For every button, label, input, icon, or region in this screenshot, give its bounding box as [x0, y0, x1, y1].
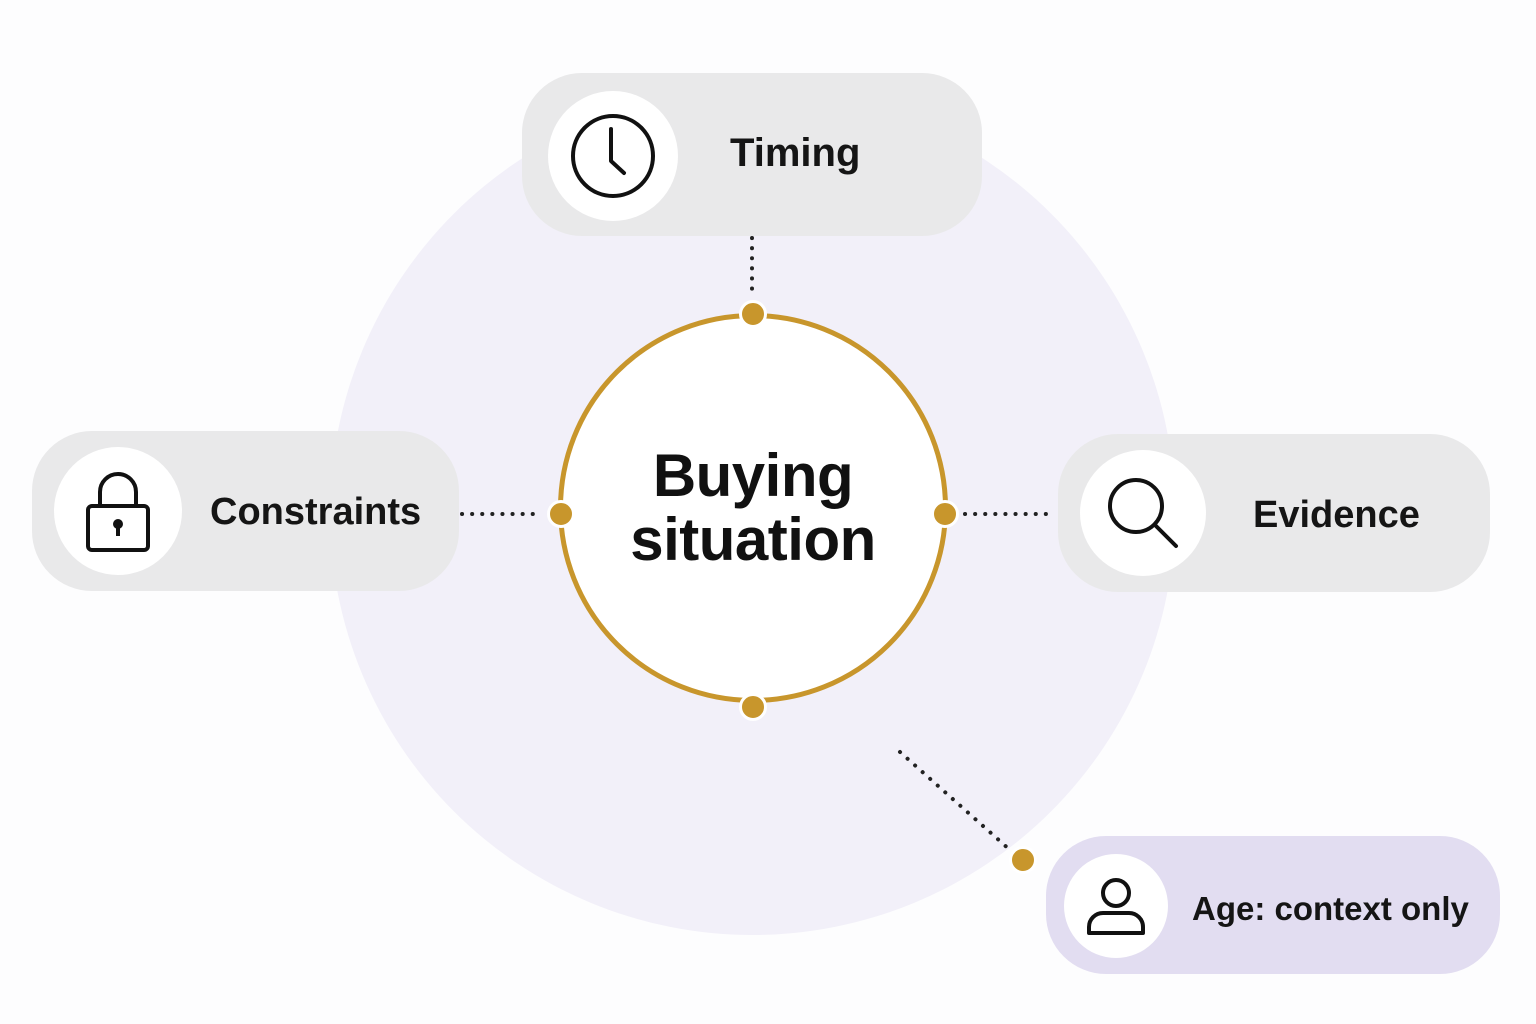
clock-icon	[571, 114, 655, 198]
center-node: Buying situation	[558, 313, 948, 703]
connector-age	[898, 750, 1012, 852]
anchor-dot-right	[931, 500, 959, 528]
node-label-age: Age: context only	[1192, 890, 1469, 927]
node-evidence: Evidence	[1058, 434, 1490, 592]
anchor-dot-top	[739, 300, 767, 328]
magnifier-icon	[1108, 478, 1178, 548]
clock-icon-disc	[548, 91, 678, 221]
anchor-dot-left	[547, 500, 575, 528]
anchor-dot-age	[1009, 846, 1037, 874]
node-label-evidence: Evidence	[1253, 494, 1420, 536]
magnifier-icon-disc	[1080, 450, 1206, 576]
lock-icon	[86, 472, 150, 552]
person-icon-disc	[1064, 854, 1168, 958]
node-label-timing: Timing	[730, 131, 861, 175]
node-constraints: Constraints	[32, 431, 459, 591]
person-icon	[1087, 878, 1145, 935]
lock-icon-disc	[54, 447, 182, 575]
anchor-dot-bottom	[739, 693, 767, 721]
node-age: Age: context only	[1046, 836, 1500, 974]
node-label-constraints: Constraints	[210, 491, 422, 533]
node-timing: Timing	[522, 73, 982, 236]
center-label: Buying situation	[630, 442, 876, 573]
